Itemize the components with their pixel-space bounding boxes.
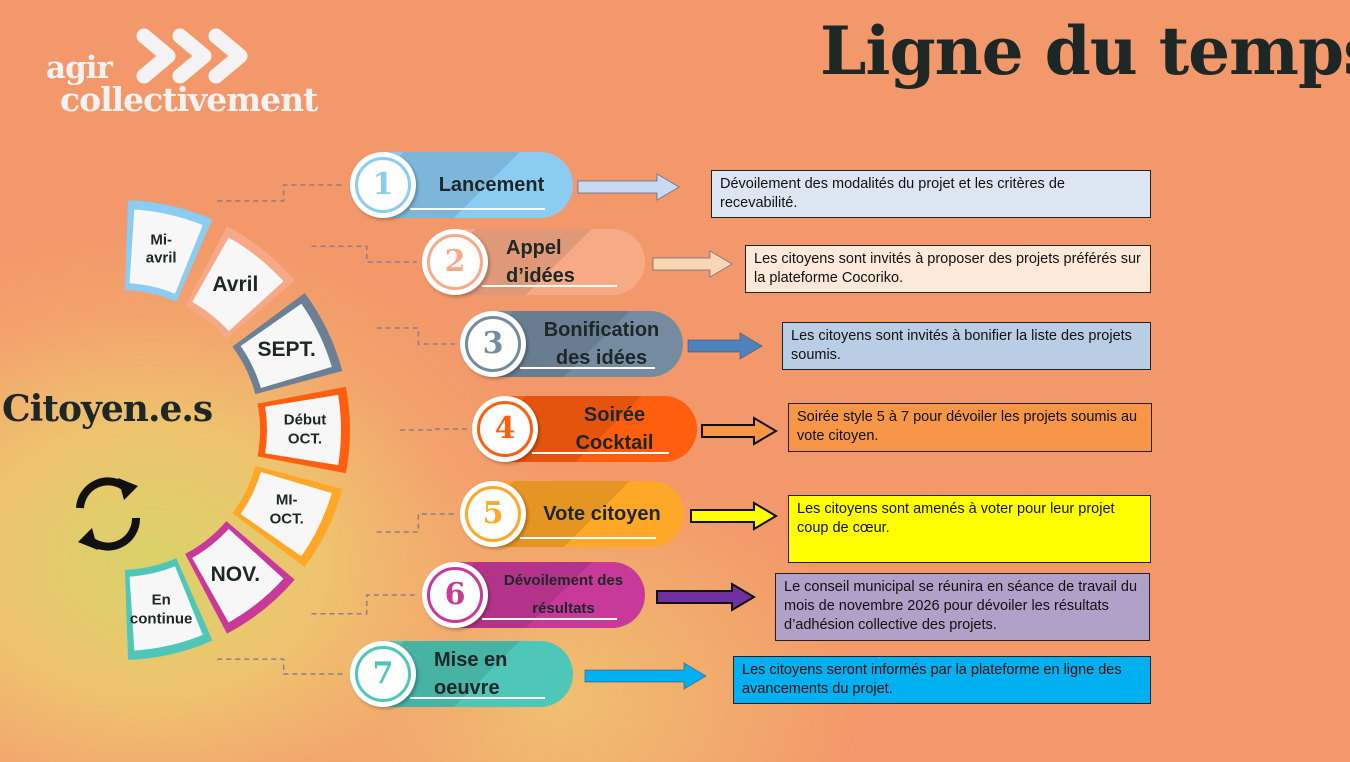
step-number: 5 — [482, 496, 504, 531]
badge-ring — [355, 646, 411, 702]
recycle-arrows-icon — [76, 477, 141, 551]
badge-ring — [465, 486, 521, 542]
arrow-right-icon — [656, 582, 756, 612]
step-label: Lancement — [438, 174, 545, 196]
page-title: Ligne du temps — [820, 12, 1350, 90]
arc-segment-label: Début OCT. — [283, 411, 327, 447]
step-description: Les citoyens sont invités à proposer des… — [745, 245, 1151, 293]
step-number: 1 — [372, 167, 394, 202]
arc-segment — [192, 528, 284, 623]
pill-underline — [410, 697, 545, 699]
step-description: Les citoyens sont amenés à voter pour le… — [788, 495, 1151, 563]
pill-underline — [410, 208, 545, 210]
arc-segment — [129, 209, 203, 294]
step-number: 6 — [444, 577, 466, 612]
pill-underline — [482, 618, 617, 620]
arrow-right-icon — [690, 501, 778, 531]
arc-segment-label: MI- OCT. — [269, 491, 304, 528]
step-description: Les citoyens sont invités à bonifier la … — [782, 322, 1151, 370]
arrow-right-icon — [652, 250, 733, 278]
step-number: 7 — [372, 656, 394, 691]
badge-ring — [427, 567, 483, 623]
pill-underline — [520, 367, 655, 369]
step-number: 2 — [444, 244, 466, 279]
step-number-badge: 5 — [460, 481, 526, 547]
step-number-badge: 2 — [422, 229, 488, 295]
step-label: Vote citoyen — [543, 503, 661, 525]
arc-segment-label: Avril — [212, 273, 259, 297]
step-description: Les citoyens seront informés par la plat… — [733, 656, 1151, 704]
arc-segment-label: En continue — [129, 591, 193, 628]
pill-underline — [482, 285, 617, 287]
arc-segment — [240, 303, 332, 389]
step-number-badge: 4 — [472, 396, 538, 462]
arrow-right-icon — [701, 416, 778, 446]
dashed-connector — [311, 594, 417, 615]
arc-segment-label: SEPT. — [257, 337, 316, 361]
step-number-badge: 3 — [460, 311, 526, 377]
audience-label: Citoyen.e.s — [2, 388, 213, 430]
arc-segment — [192, 237, 284, 332]
dashed-connector — [311, 245, 417, 263]
step-description: Soirée style 5 à 7 pour dévoiler les pro… — [788, 403, 1152, 452]
arrow-right-icon — [577, 173, 680, 201]
step-number: 4 — [494, 411, 516, 446]
badge-ring — [427, 234, 483, 290]
step-number-badge: 6 — [422, 562, 488, 628]
step-description: Dévoilement des modalités du projet et l… — [711, 170, 1151, 218]
arrow-right-icon — [687, 332, 763, 360]
arc-segment — [240, 471, 332, 557]
arc-segment — [265, 394, 342, 466]
dashed-connector — [376, 327, 455, 345]
arrow-right-icon — [584, 662, 707, 690]
badge-ring — [355, 157, 411, 213]
step-description: Le conseil municipal se réunira en séanc… — [775, 573, 1150, 641]
step-label: Mise en oeuvre — [434, 649, 508, 699]
logo-line1: agir — [46, 50, 113, 86]
logo-line2: collectivement — [60, 80, 318, 119]
badge-ring — [465, 316, 521, 372]
dashed-connector — [376, 513, 455, 533]
step-label: Bonification des idées — [543, 319, 660, 369]
step-number: 3 — [482, 326, 504, 361]
dashed-connector — [217, 658, 345, 675]
arc-segment-label: Mi- avril — [145, 230, 177, 267]
step-label: Soirée Cocktail — [575, 404, 654, 454]
step-number-badge: 7 — [350, 641, 416, 707]
dashed-connector — [400, 428, 467, 431]
dashed-connector — [217, 184, 345, 202]
chevrons-icon — [136, 28, 248, 84]
arc-segment — [129, 566, 203, 651]
pill-underline — [532, 452, 669, 454]
step-number-badge: 1 — [350, 152, 416, 218]
step-label: Appel d’idées — [506, 237, 575, 287]
badge-ring — [477, 401, 533, 457]
arc-segment-label: NOV. — [210, 562, 261, 586]
pill-underline — [520, 537, 656, 539]
step-label: Dévoilement des résultats — [503, 572, 624, 617]
